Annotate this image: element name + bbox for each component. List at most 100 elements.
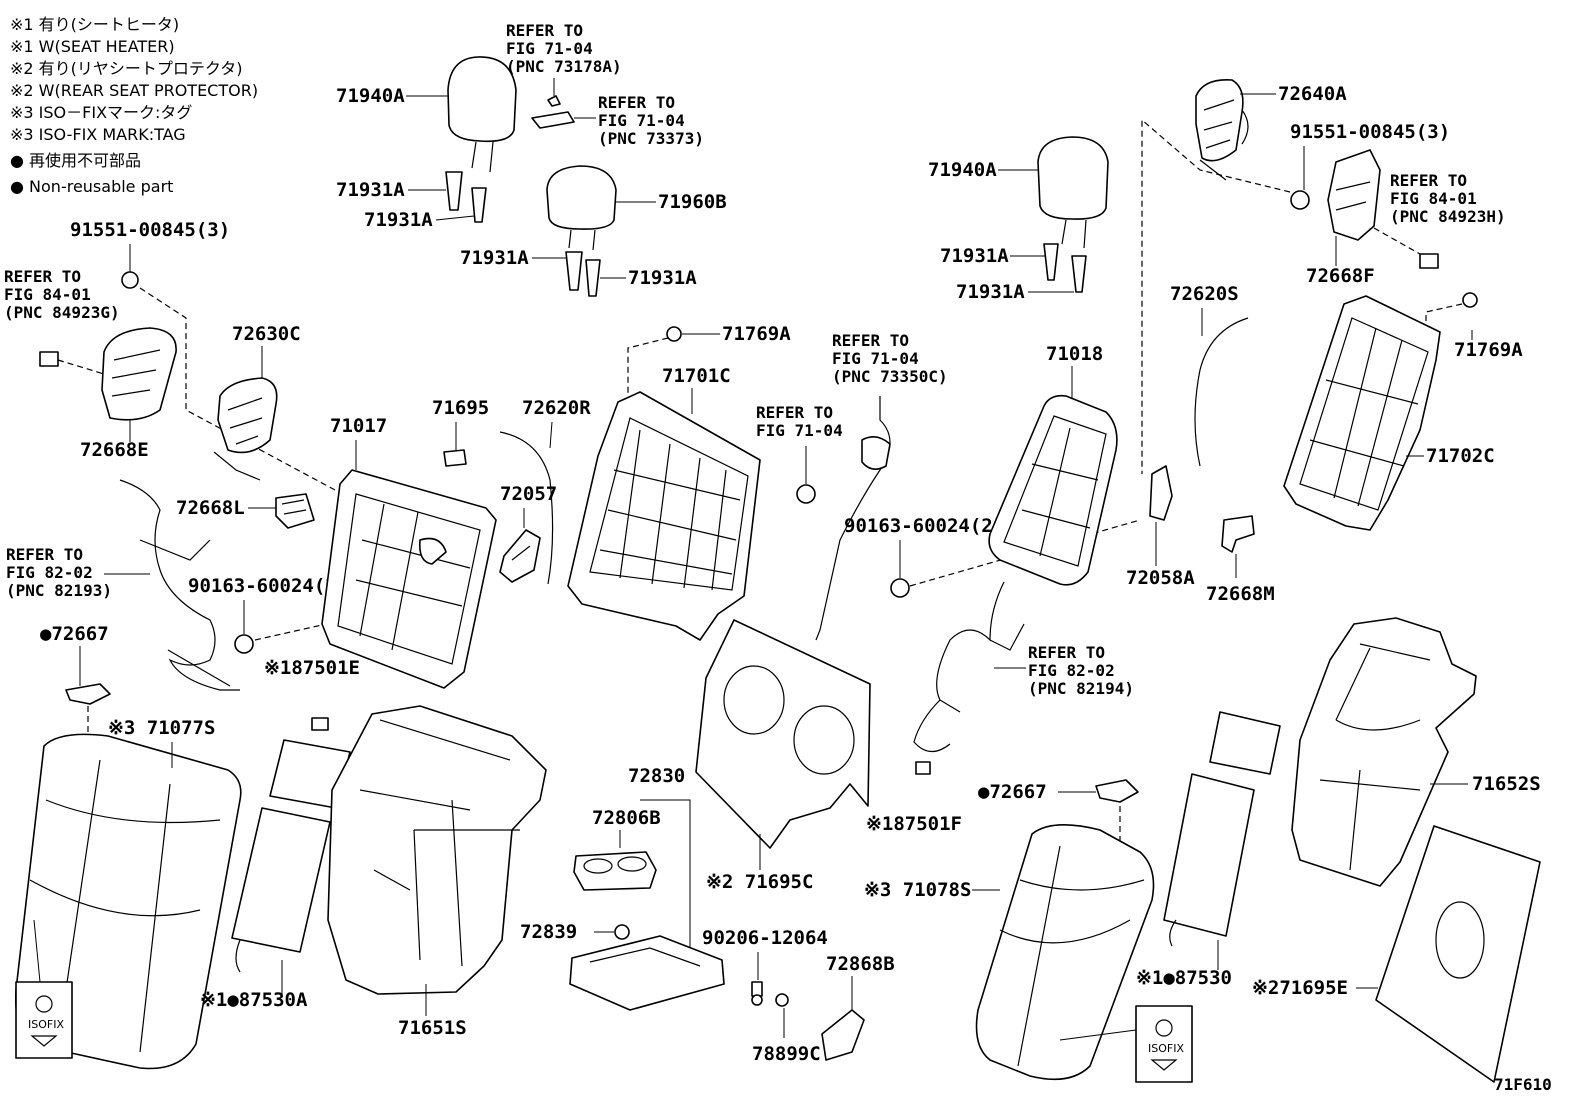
lock-72058A[interactable] bbox=[1149, 465, 1173, 521]
bolt-90163-left[interactable] bbox=[234, 634, 254, 654]
cable-72620R[interactable] bbox=[499, 431, 554, 585]
cover-72668E[interactable] bbox=[101, 327, 177, 421]
back-board-71701C[interactable] bbox=[567, 391, 761, 641]
bolt-91551-left[interactable] bbox=[121, 271, 139, 289]
label-72630C[interactable]: 72630C bbox=[232, 323, 301, 345]
bolt-90163-right[interactable] bbox=[890, 578, 910, 598]
headrest-guide-71931A-right[interactable] bbox=[1043, 243, 1087, 293]
label-78899C[interactable]: 78899C bbox=[752, 1043, 821, 1065]
heater-87530A[interactable] bbox=[231, 739, 351, 973]
label-72830[interactable]: 72830 bbox=[628, 765, 685, 787]
label-71651S[interactable]: 71651S bbox=[398, 1017, 467, 1039]
label-90206[interactable]: 90206-12064 bbox=[702, 927, 828, 949]
connector-84923G[interactable] bbox=[39, 351, 59, 367]
seat-cushion-cover-71651S[interactable] bbox=[327, 705, 547, 995]
label-71931A-r1[interactable]: 71931A bbox=[940, 245, 1009, 267]
seatback-cover-71078S[interactable] bbox=[975, 824, 1155, 1081]
pad-72668M[interactable] bbox=[1221, 515, 1255, 553]
connector-87501F[interactable] bbox=[915, 761, 931, 775]
label-72868B[interactable]: 72868B bbox=[826, 953, 895, 975]
label-71702C[interactable]: 71702C bbox=[1426, 445, 1495, 467]
label-71695E[interactable]: ※271695E bbox=[1252, 977, 1348, 999]
label-71769A-left[interactable]: 71769A bbox=[722, 323, 791, 345]
label-90163-right[interactable]: 90163-60024(2) bbox=[844, 515, 1004, 537]
clip-73178A[interactable] bbox=[547, 95, 561, 107]
screw-90206[interactable] bbox=[751, 981, 763, 1006]
clip-78899C-a[interactable] bbox=[775, 993, 789, 1007]
label-91551-right[interactable]: 91551-00845(3) bbox=[1290, 121, 1450, 143]
label-72668M[interactable]: 72668M bbox=[1206, 583, 1275, 605]
seatback-frame-71017[interactable] bbox=[321, 469, 497, 689]
label-72668F[interactable]: 72668F bbox=[1306, 265, 1375, 287]
harness-82193[interactable] bbox=[119, 479, 240, 691]
label-72640A[interactable]: 72640A bbox=[1278, 83, 1347, 105]
bolt-91551-right[interactable] bbox=[1290, 190, 1310, 210]
label-71018[interactable]: 71018 bbox=[1046, 343, 1103, 365]
isofix-tag-right[interactable]: ISOFIX bbox=[1059, 1005, 1193, 1083]
cover-73373[interactable] bbox=[531, 111, 575, 129]
label-91551-left[interactable]: 91551-00845(3) bbox=[70, 219, 230, 241]
seatback-frame-71018[interactable] bbox=[988, 394, 1118, 586]
label-72620R[interactable]: 72620R bbox=[522, 397, 591, 419]
label-71931A-3[interactable]: 71931A bbox=[460, 247, 529, 269]
connector-84923H[interactable] bbox=[1419, 253, 1439, 269]
protector-71695E[interactable] bbox=[1375, 825, 1541, 1083]
label-72057[interactable]: 72057 bbox=[500, 483, 557, 505]
label-72839[interactable]: 72839 bbox=[520, 921, 577, 943]
label-72668E[interactable]: 72668E bbox=[80, 439, 149, 461]
label-71940A-left[interactable]: 71940A bbox=[336, 85, 405, 107]
label-71931A-r2[interactable]: 71931A bbox=[956, 281, 1025, 303]
headrest-71940A-left[interactable] bbox=[447, 56, 517, 173]
protector-71695C[interactable] bbox=[695, 619, 871, 849]
part-71695[interactable] bbox=[443, 449, 467, 467]
lock-72057[interactable] bbox=[499, 529, 541, 583]
label-71017[interactable]: 71017 bbox=[330, 415, 387, 437]
cup-holder-72806B[interactable] bbox=[573, 851, 657, 891]
label-90163-left[interactable]: 90163-60024(2) bbox=[188, 575, 348, 597]
headrest-guide-71931A-a[interactable] bbox=[445, 171, 487, 223]
pad-72668L[interactable] bbox=[275, 493, 315, 529]
label-87501E[interactable]: ※187501E bbox=[264, 657, 360, 679]
belt-retractor[interactable] bbox=[861, 436, 891, 470]
belt-73350C[interactable] bbox=[815, 396, 891, 641]
recliner-72630C[interactable] bbox=[213, 377, 278, 481]
label-72806B[interactable]: 72806B bbox=[592, 807, 661, 829]
label-71960B[interactable]: 71960B bbox=[658, 191, 727, 213]
label-71931A-4[interactable]: 71931A bbox=[628, 267, 697, 289]
label-71931A-2[interactable]: 71931A bbox=[364, 209, 433, 231]
label-72667-right[interactable]: ●72667 bbox=[978, 781, 1047, 803]
headrest-71940A-right[interactable] bbox=[1037, 136, 1109, 249]
clip-71769A-left[interactable] bbox=[666, 326, 682, 342]
back-board-71702C[interactable] bbox=[1283, 295, 1441, 531]
label-87501F[interactable]: ※187501F bbox=[866, 813, 962, 835]
label-71077S[interactable]: ※3 71077S bbox=[108, 717, 215, 739]
clip-72667-right[interactable] bbox=[1095, 779, 1139, 803]
heater-87530[interactable] bbox=[1163, 711, 1281, 947]
cap-72839[interactable] bbox=[614, 924, 630, 940]
label-71652S[interactable]: 71652S bbox=[1472, 773, 1541, 795]
armrest-box[interactable] bbox=[569, 935, 725, 1011]
cover-72668F[interactable] bbox=[1327, 149, 1381, 241]
label-71695C[interactable]: ※2 71695C bbox=[706, 871, 813, 893]
label-72058A[interactable]: 72058A bbox=[1126, 567, 1195, 589]
headrest-guide-71931A-b[interactable] bbox=[565, 251, 601, 297]
cable-72620S[interactable] bbox=[1194, 317, 1249, 467]
isofix-tag-left[interactable]: ISOFIX bbox=[15, 919, 73, 1059]
connector-87501E[interactable] bbox=[311, 717, 329, 731]
cover-72868B[interactable] bbox=[821, 1009, 865, 1061]
label-87530[interactable]: ※1●87530 bbox=[1136, 967, 1232, 989]
label-87530A[interactable]: ※1●87530A bbox=[200, 989, 308, 1011]
nut-7104[interactable] bbox=[796, 484, 816, 504]
label-71695[interactable]: 71695 bbox=[432, 397, 489, 419]
label-72667-left[interactable]: ●72667 bbox=[40, 623, 109, 645]
label-72668L[interactable]: 72668L bbox=[176, 497, 245, 519]
headrest-71960B[interactable] bbox=[546, 165, 617, 251]
clip-71769A-right[interactable] bbox=[1462, 292, 1478, 308]
recliner-72640A[interactable] bbox=[1195, 79, 1249, 181]
label-71769A-right[interactable]: 71769A bbox=[1454, 339, 1523, 361]
harness-82194[interactable] bbox=[913, 581, 1005, 753]
clip-72667-left[interactable] bbox=[65, 683, 111, 705]
label-72620S[interactable]: 72620S bbox=[1170, 283, 1239, 305]
label-71701C[interactable]: 71701C bbox=[662, 365, 731, 387]
label-71940A-right[interactable]: 71940A bbox=[928, 159, 997, 181]
